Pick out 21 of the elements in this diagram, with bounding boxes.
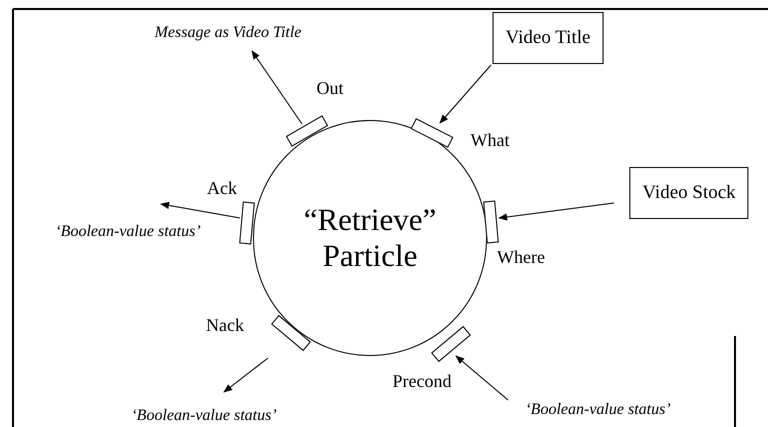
message-text: ‘Boolean-value status’ [131,406,277,426]
port-box [239,202,255,244]
port-box [483,200,499,244]
port-label: Nack [206,314,244,336]
port-label: What [470,128,510,152]
arrow [252,50,302,124]
port-label: Where [497,246,545,268]
arrow [223,358,268,393]
port-label: Out [316,76,344,100]
message-text: ‘Boolean-value status’ [55,222,201,242]
port-label: Precond [392,370,452,392]
port-label: Ack [207,176,237,200]
input-box: Video Title [492,12,604,64]
message-text: ‘Boolean-value status’ [525,400,671,420]
arrow [455,355,508,400]
arrow [498,202,614,221]
message-text: Message as Video Title [154,23,302,43]
arrow [160,202,240,218]
particle-name: “Retrieve” Particle [302,202,438,274]
input-box: Video Stock [629,167,749,219]
arrow [439,64,492,124]
